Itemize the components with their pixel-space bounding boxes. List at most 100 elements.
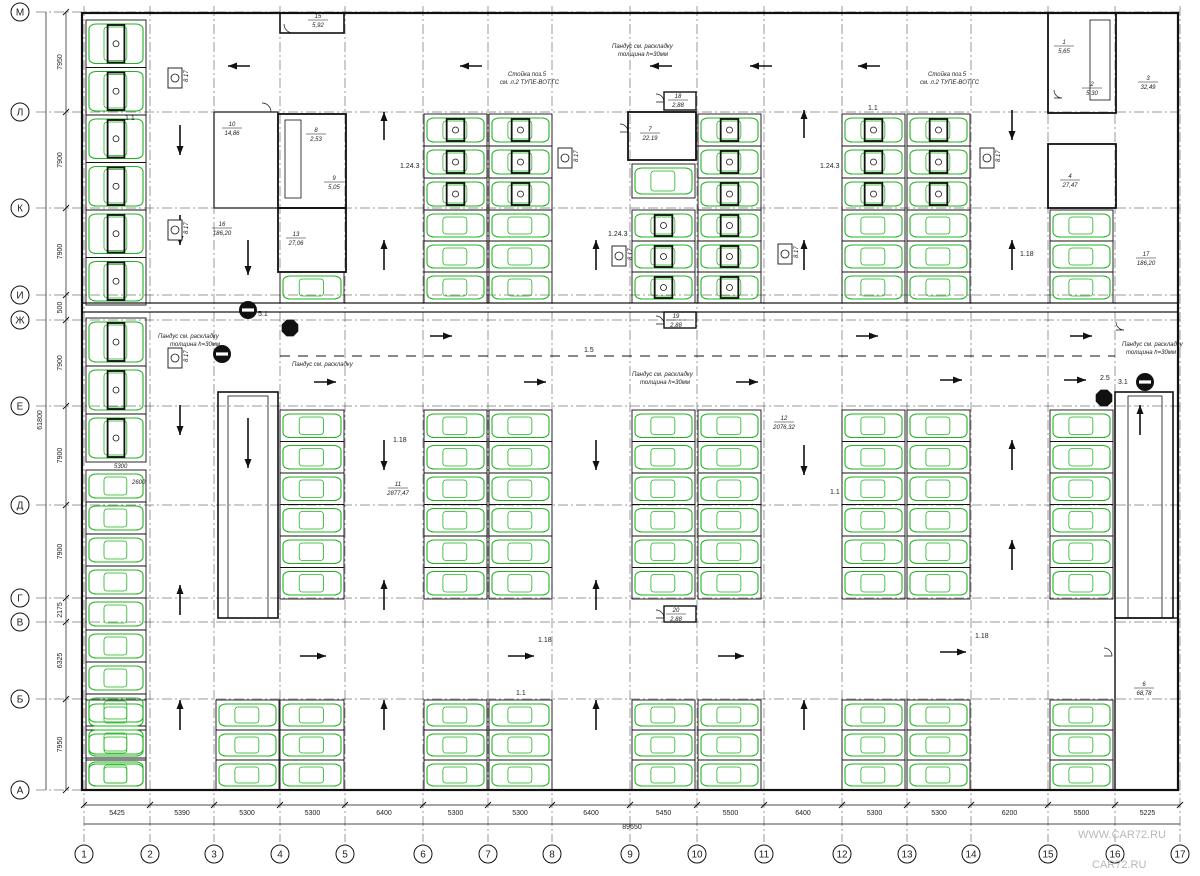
traffic-arrow — [460, 62, 482, 70]
dim-tick — [62, 204, 70, 212]
dim-tick — [1044, 801, 1052, 809]
dim-tick — [146, 801, 154, 809]
svg-text:8: 8 — [314, 128, 318, 134]
row-axis-label: Б — [17, 695, 24, 706]
row-dim-value: 7900 — [57, 152, 64, 168]
traffic-arrow — [244, 240, 252, 275]
parked-car — [700, 570, 759, 596]
parking-space — [423, 441, 488, 474]
marking-label: 1.18 — [393, 437, 407, 444]
parked-car — [634, 763, 693, 787]
parking-space — [279, 567, 345, 600]
no-entry-sign — [213, 345, 231, 363]
parked-car — [426, 703, 485, 727]
svg-text:32,49: 32,49 — [1140, 85, 1156, 91]
parked-car — [1052, 244, 1111, 269]
row-axis-bubble — [10, 102, 30, 122]
parked-car — [844, 244, 903, 269]
row-axis-bubble — [10, 612, 30, 632]
parking-space — [906, 240, 971, 273]
col-dim-value: 5300 — [239, 810, 255, 817]
svg-text:8.17: 8.17 — [184, 70, 190, 82]
parking-space — [631, 271, 696, 304]
col-dim-value: 5390 — [174, 810, 190, 817]
traffic-arrow — [592, 700, 600, 730]
parking-space — [85, 469, 147, 503]
parked-car — [88, 165, 144, 207]
parked-car — [218, 763, 277, 787]
detail-ref: см. л.2 ТУПЕ-ВОТ.ГС — [500, 80, 560, 86]
ramp-note: Пандус см. раскладку — [158, 334, 220, 340]
dim-tick — [62, 291, 70, 299]
row-dim-value: 7900 — [57, 448, 64, 464]
room-label: 155,92 — [308, 14, 328, 29]
svg-text:8.17: 8.17 — [574, 150, 580, 162]
parked-car — [218, 733, 277, 757]
dim-tick — [80, 801, 88, 809]
col-axis-label: 8 — [549, 850, 555, 861]
parking-space — [1049, 240, 1114, 273]
parked-car — [844, 733, 903, 757]
traffic-arrow — [1008, 440, 1016, 470]
parking-space — [1049, 567, 1114, 600]
parked-car — [844, 703, 903, 727]
parked-car — [634, 413, 693, 439]
col-axis-bubble — [270, 844, 290, 864]
col-axis-label: 11 — [759, 850, 770, 861]
door-swing — [261, 102, 272, 113]
row-dim-value: 7950 — [57, 54, 64, 70]
parking-space — [1049, 441, 1114, 474]
parking-space — [841, 472, 906, 505]
parked-car — [88, 417, 144, 459]
parking-space — [488, 504, 553, 537]
parked-car — [282, 763, 342, 787]
ped-zone-label: 1.1 — [868, 105, 878, 112]
parking-space — [906, 759, 971, 791]
parked-car — [634, 275, 693, 300]
col-axis-bubble — [74, 844, 94, 864]
parked-car — [88, 70, 144, 112]
row-axis-label: Г — [17, 594, 23, 605]
parked-car — [426, 181, 485, 207]
marking-label: 1.24.3 — [400, 163, 420, 170]
row-axis-bubble — [10, 310, 30, 330]
parked-car — [1052, 703, 1111, 727]
parked-car — [88, 703, 144, 727]
traffic-arrow — [508, 652, 534, 660]
parking-space — [85, 759, 147, 791]
parked-car — [88, 763, 144, 787]
dim-tick — [626, 801, 634, 809]
room-label: 95,05 — [324, 176, 344, 191]
col-axis-label: 6 — [420, 850, 426, 861]
sign-8-17: 8.17 — [611, 245, 634, 267]
svg-text:7: 7 — [648, 127, 652, 133]
col-axis-label: 16 — [1109, 850, 1121, 861]
parked-car — [1052, 444, 1111, 470]
row-axis-bubble — [10, 689, 30, 709]
parked-car — [88, 733, 144, 757]
parked-car — [88, 761, 144, 787]
sign-8-17: 8.17 — [167, 219, 190, 241]
parked-car — [88, 665, 144, 691]
dim-tick — [1176, 801, 1184, 809]
parked-car — [88, 321, 144, 363]
parked-car — [634, 507, 693, 533]
row-axis-bubble — [10, 198, 30, 218]
traffic-arrow — [800, 445, 808, 475]
col-dim-total: 89650 — [622, 824, 642, 831]
col-axis-bubble — [1105, 844, 1125, 864]
col-axis-bubble — [542, 844, 562, 864]
parked-car — [426, 149, 485, 175]
parked-car — [844, 570, 903, 596]
row-axis-label: Л — [17, 108, 24, 119]
room-label: 722,19 — [640, 127, 660, 142]
parked-car — [1052, 476, 1111, 502]
ramp-note: толщина h=30мм — [1126, 350, 1176, 356]
traffic-arrows — [176, 62, 1144, 730]
parking-space — [85, 661, 147, 695]
col-axis-label: 7 — [485, 850, 491, 861]
parked-car — [282, 413, 342, 439]
